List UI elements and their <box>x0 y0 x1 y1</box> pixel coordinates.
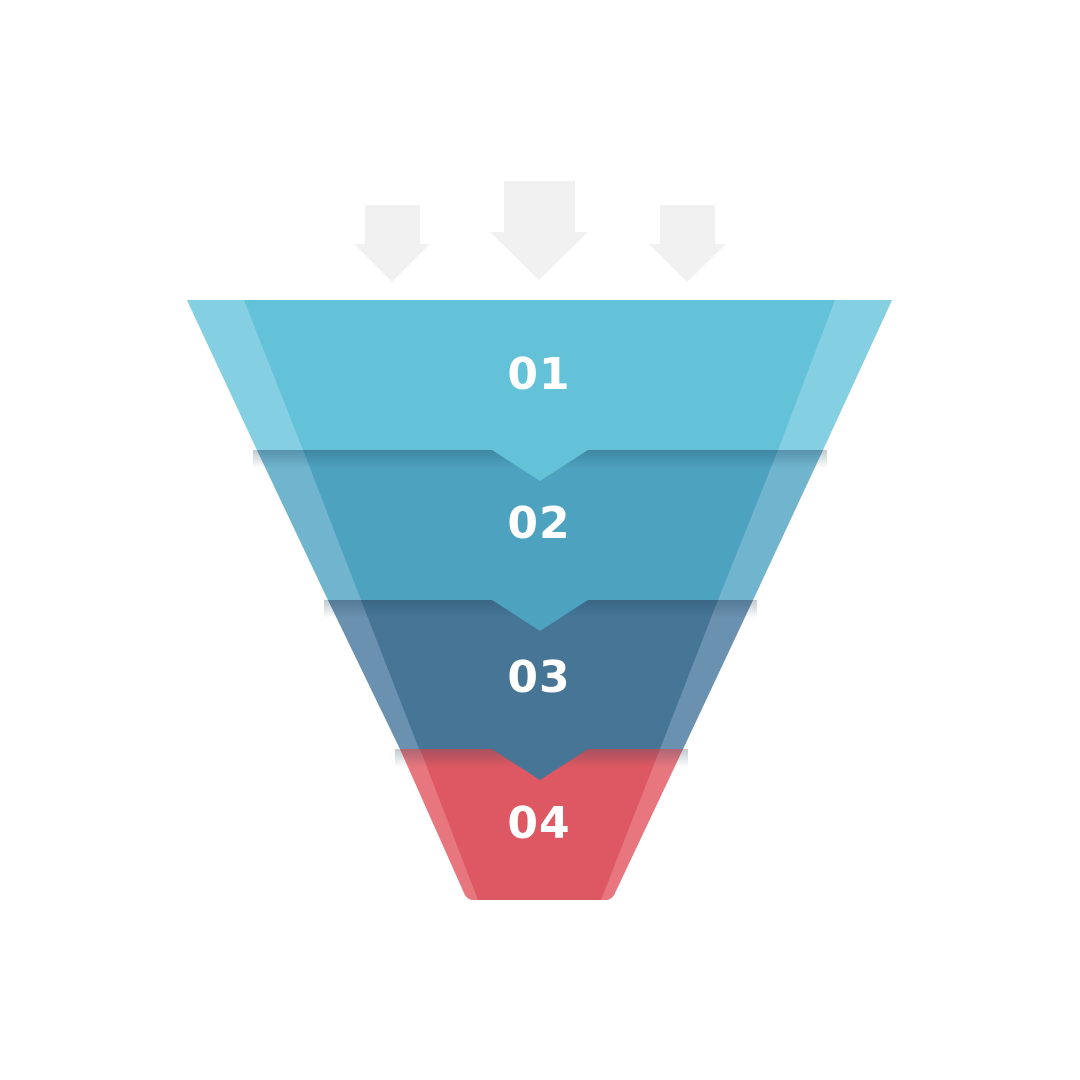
stage-body <box>257 450 823 631</box>
stage-left-facet <box>328 600 419 749</box>
stage-label: 04 <box>507 798 570 849</box>
stage-right-facet <box>778 300 892 450</box>
stage-right-facet <box>660 600 753 749</box>
down-arrow-icon <box>649 205 726 282</box>
stage-body <box>328 600 753 780</box>
stage-label: 03 <box>507 652 570 703</box>
funnel-stage-04: 04 <box>400 749 683 900</box>
funnel-stage-02: 02 <box>257 450 823 631</box>
stage-left-facet <box>257 450 361 600</box>
funnel-stage-03: 03 <box>328 600 753 780</box>
down-arrow-icon <box>490 181 588 280</box>
stage-right-facet <box>601 749 683 900</box>
funnel-stage-01: 01 <box>187 300 892 481</box>
stage-label: 02 <box>507 498 570 549</box>
stage-label: 01 <box>507 349 570 400</box>
down-arrow-icon <box>354 205 430 282</box>
stage-left-facet <box>400 749 478 900</box>
stage-body <box>187 300 892 481</box>
input-arrows <box>354 181 726 282</box>
stage-body <box>400 749 683 900</box>
stage-right-facet <box>718 450 823 600</box>
stage-left-facet <box>187 300 303 450</box>
